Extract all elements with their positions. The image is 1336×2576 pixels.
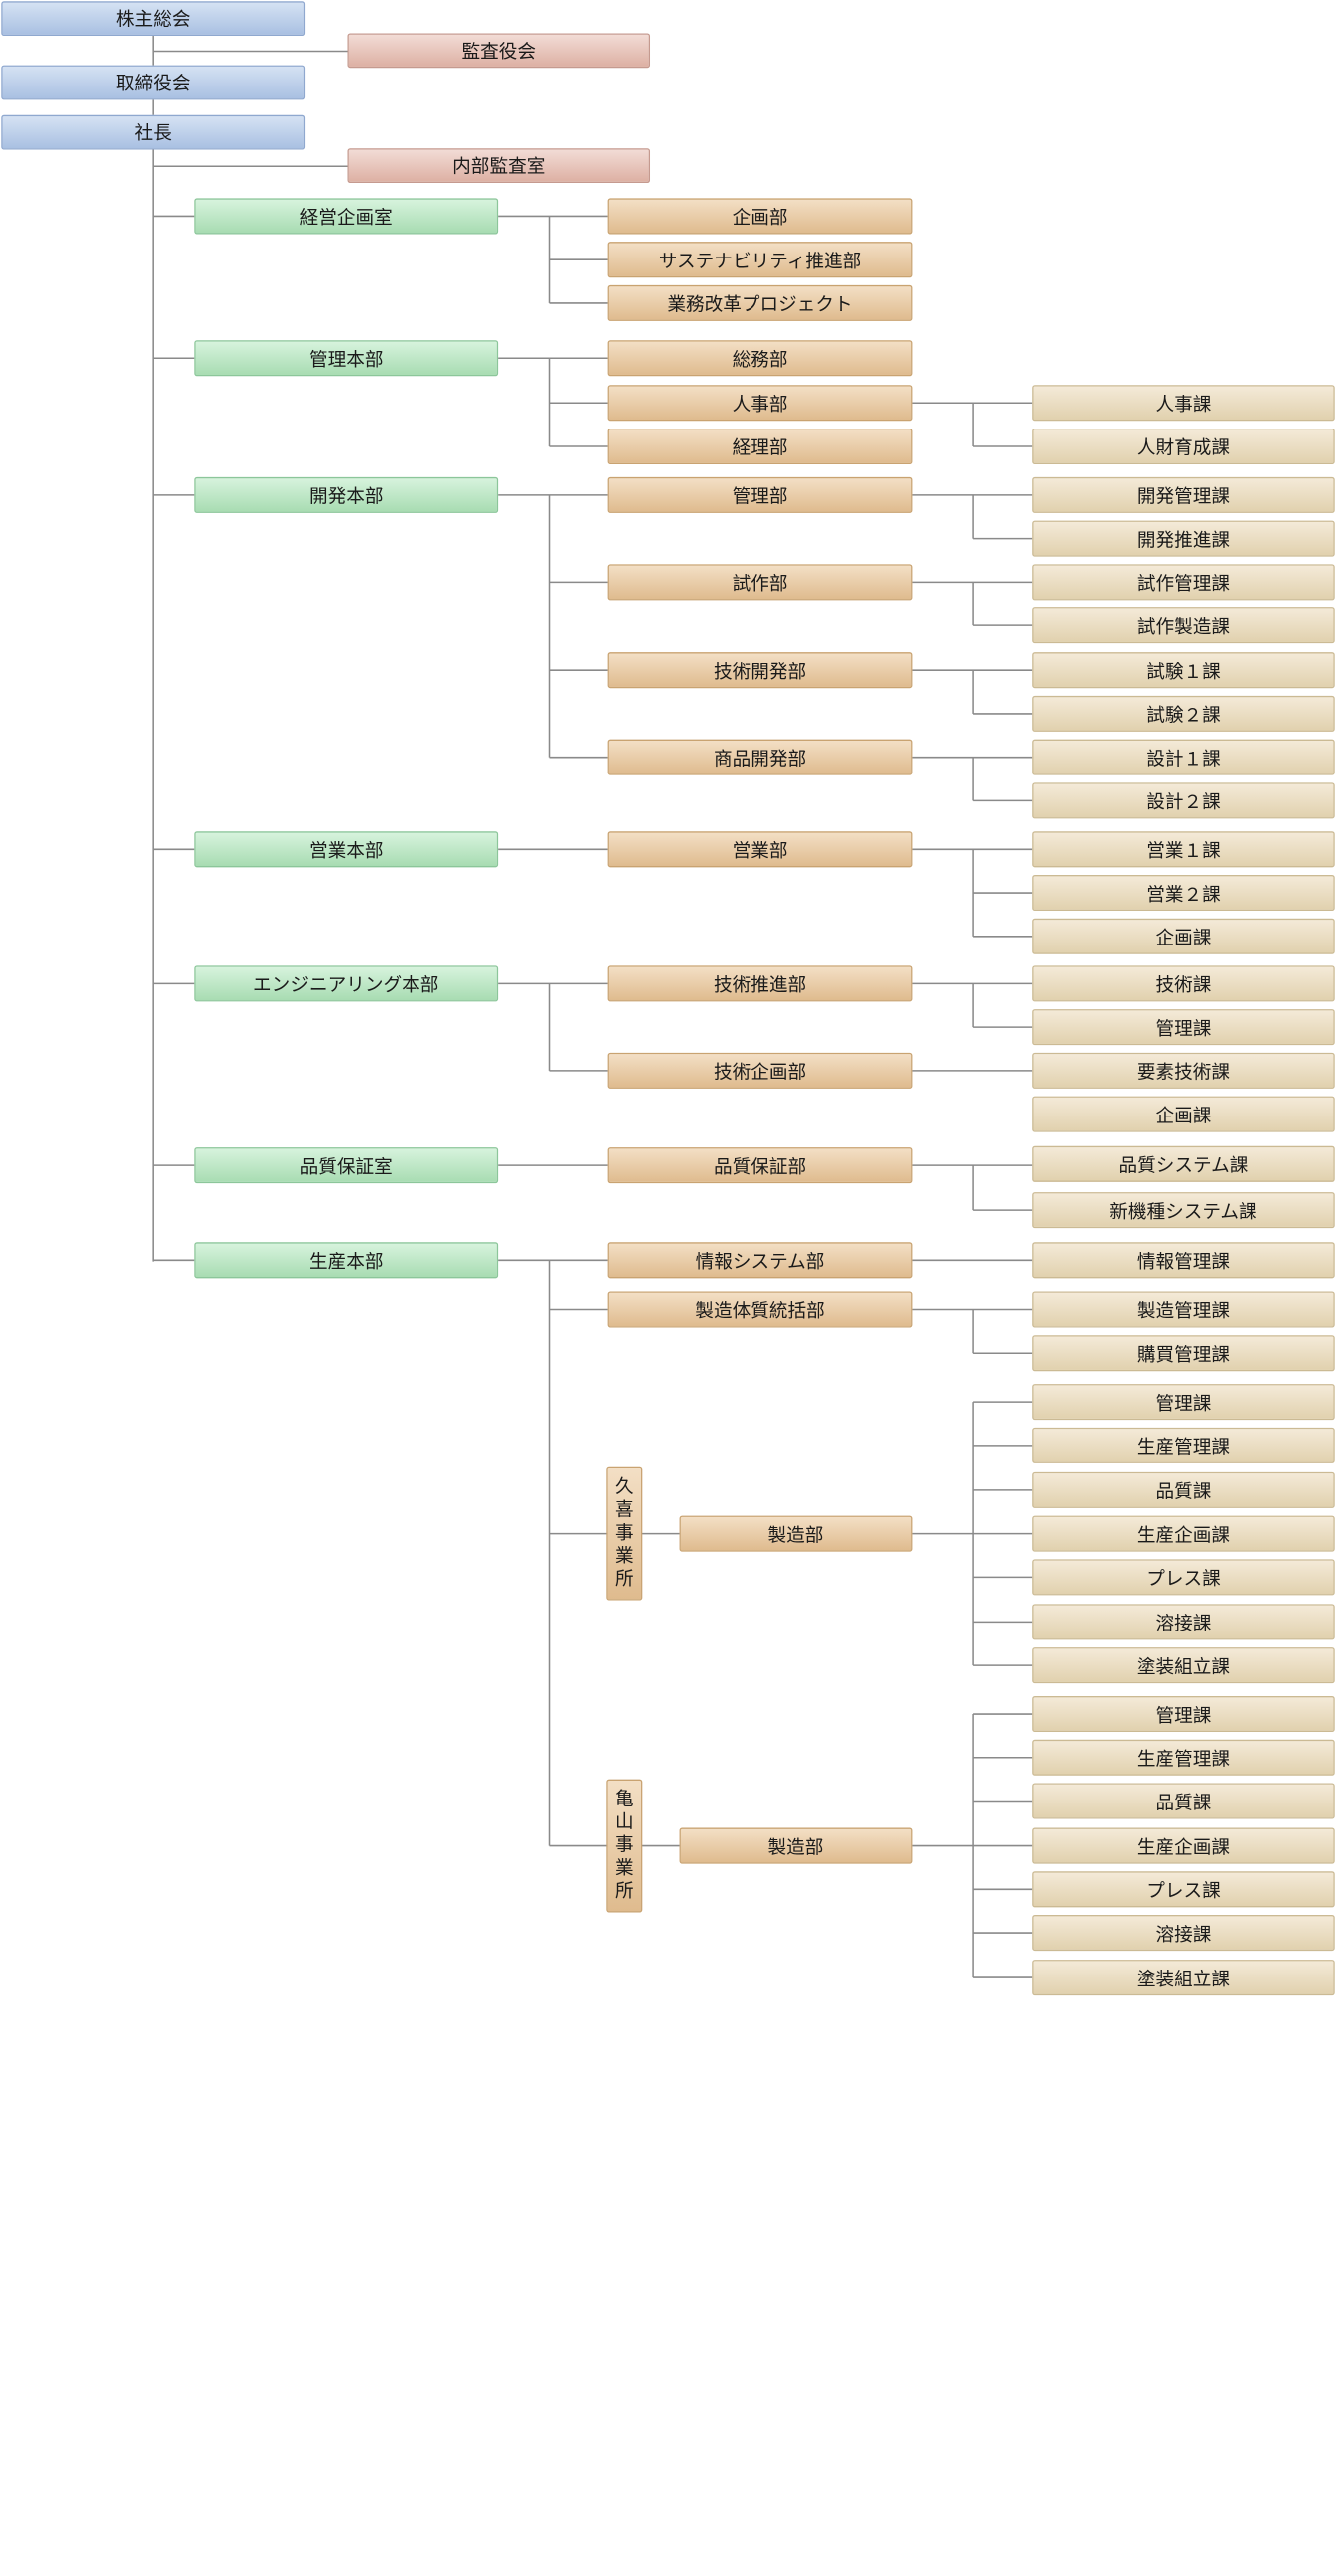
node-sec-proto-mgmt: 試作管理課 xyxy=(1032,564,1335,601)
node-dept-dev-mgmt: 管理部 xyxy=(607,476,913,513)
node-shareholders: 株主総会 xyxy=(1,1,306,37)
node-div-eng: エンジニアリング本部 xyxy=(194,965,499,1002)
node-sec-kuki-prod-planning: 生産企画課 xyxy=(1032,1515,1335,1552)
node-dept-accounting: 経理部 xyxy=(607,429,913,465)
node-dept-kuki-mfg: 製造部 xyxy=(679,1515,913,1552)
node-sec-hr: 人事課 xyxy=(1032,385,1335,422)
node-site-kameyama: 亀山事業所 xyxy=(606,1779,643,1913)
node-sec-kam-quality: 品質課 xyxy=(1032,1783,1335,1819)
node-dept-sales: 営業部 xyxy=(607,831,913,868)
node-div-prod: 生産本部 xyxy=(194,1242,499,1279)
node-dept-tech-planning: 技術企画部 xyxy=(607,1052,913,1089)
node-sec-proto-mfg: 試作製造課 xyxy=(1032,607,1335,644)
node-sec-eng-planning: 企画課 xyxy=(1032,1096,1335,1132)
node-sec-quality-system: 品質システム課 xyxy=(1032,1145,1335,1182)
node-sec-eng-mgmt: 管理課 xyxy=(1032,1009,1335,1046)
node-board: 取締役会 xyxy=(1,65,306,100)
node-sec-kuki-paint: 塗装組立課 xyxy=(1032,1647,1335,1684)
node-sec-sales2: 営業２課 xyxy=(1032,875,1335,912)
node-sec-test2: 試験２課 xyxy=(1032,695,1335,732)
node-div-planning: 経営企画室 xyxy=(194,198,499,235)
node-dept-tech-dev: 技術開発部 xyxy=(607,652,913,689)
node-dept-info: 情報システム部 xyxy=(607,1242,913,1279)
node-sec-kuki-mgmt: 管理課 xyxy=(1032,1384,1335,1421)
node-sec-kam-prod-mgmt: 生産管理課 xyxy=(1032,1739,1335,1776)
node-dept-product-dev: 商品開発部 xyxy=(607,739,913,775)
node-sec-test1: 試験１課 xyxy=(1032,652,1335,689)
node-sec-new-model-system: 新機種システム課 xyxy=(1032,1192,1335,1229)
node-dept-tech-promo: 技術推進部 xyxy=(607,965,913,1002)
node-sec-kuki-press: プレス課 xyxy=(1032,1559,1335,1596)
node-div-dev: 開発本部 xyxy=(194,476,499,513)
node-dept-hr: 人事部 xyxy=(607,385,913,422)
node-dept-planning: 企画部 xyxy=(607,198,913,235)
node-sec-mfg-mgmt: 製造管理課 xyxy=(1032,1291,1335,1328)
node-sec-design2: 設計２課 xyxy=(1032,782,1335,819)
node-sec-tech: 技術課 xyxy=(1032,965,1335,1002)
connector-lines xyxy=(152,36,1033,1978)
node-div-sales: 営業本部 xyxy=(194,831,499,868)
node-sec-purchasing: 購買管理課 xyxy=(1032,1335,1335,1372)
node-dept-reform: 業務改革プロジェクト xyxy=(607,284,913,321)
node-sec-kam-mgmt: 管理課 xyxy=(1032,1696,1335,1733)
node-div-qa: 品質保証室 xyxy=(194,1147,499,1184)
node-dept-sustainability: サステナビリティ推進部 xyxy=(607,242,913,278)
node-sec-sales1: 営業１課 xyxy=(1032,831,1335,868)
node-sec-kam-welding: 溶接課 xyxy=(1032,1915,1335,1952)
node-sec-info-mgmt: 情報管理課 xyxy=(1032,1242,1335,1279)
node-internal-audit: 内部監査室 xyxy=(347,148,651,183)
node-dept-mfg-quality: 製造体質統括部 xyxy=(607,1291,913,1328)
node-sec-kuki-welding: 溶接課 xyxy=(1032,1604,1335,1640)
node-sec-kuki-prod-mgmt: 生産管理課 xyxy=(1032,1427,1335,1463)
node-sec-sales-planning: 企画課 xyxy=(1032,918,1335,954)
node-sec-talent: 人財育成課 xyxy=(1032,429,1335,465)
node-dept-general: 総務部 xyxy=(607,340,913,377)
node-dept-kameyama-mfg: 製造部 xyxy=(679,1827,913,1864)
node-site-kuki: 久喜事業所 xyxy=(606,1466,643,1601)
node-sec-design1: 設計１課 xyxy=(1032,739,1335,775)
node-sec-dev-promo: 開発推進課 xyxy=(1032,520,1335,557)
node-sec-dev-mgmt: 開発管理課 xyxy=(1032,476,1335,513)
node-sec-kam-paint: 塗装組立課 xyxy=(1032,1960,1335,1996)
node-president: 社長 xyxy=(1,114,306,150)
node-auditors: 監査役会 xyxy=(347,33,651,69)
node-div-admin: 管理本部 xyxy=(194,340,499,377)
node-sec-element: 要素技術課 xyxy=(1032,1052,1335,1089)
node-sec-kuki-quality: 品質課 xyxy=(1032,1471,1335,1508)
node-sec-kam-prod-planning: 生産企画課 xyxy=(1032,1827,1335,1864)
node-dept-prototype: 試作部 xyxy=(607,564,913,601)
node-sec-kam-press: プレス課 xyxy=(1032,1871,1335,1908)
node-dept-qa: 品質保証部 xyxy=(607,1147,913,1184)
